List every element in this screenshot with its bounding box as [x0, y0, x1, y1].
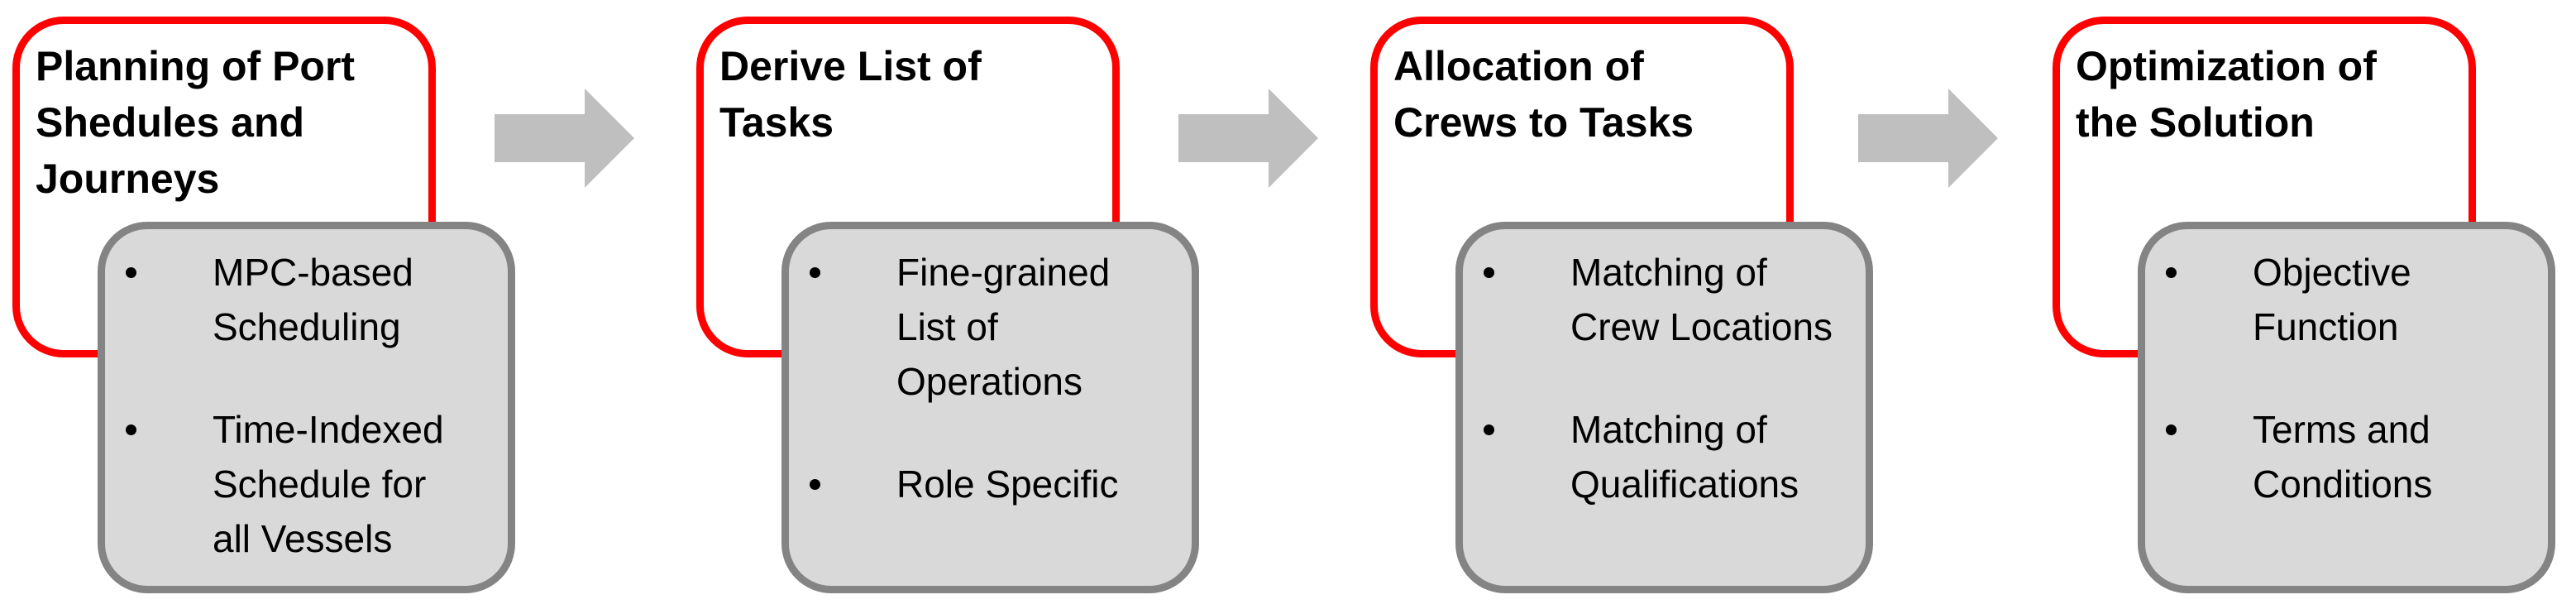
bullet-text-line: MPC-based	[213, 251, 413, 294]
stage-title-line: Derive List of	[719, 43, 982, 89]
stage-title-line: Allocation of	[1393, 43, 1644, 89]
bullet-dot-icon	[1484, 267, 1494, 278]
bullet-text: Matching of Qualifications	[1570, 402, 1799, 511]
bullet-text-line: Schedule for	[213, 463, 427, 506]
arrow-right-icon	[1178, 89, 1318, 188]
bullet-dot-icon	[126, 424, 136, 435]
bullet-text-line: Crew Locations	[1570, 305, 1833, 348]
bullet-text-line: Fine-grained	[896, 251, 1111, 294]
bullet-marker	[126, 402, 213, 435]
bullet-dot-icon	[126, 267, 136, 278]
bullet-item: Matching of Qualifications	[1484, 402, 1854, 511]
bullet-item: Matching of Crew Locations	[1484, 245, 1854, 354]
bullet-text: Role Specific	[896, 457, 1118, 511]
bullet-dot-icon	[1484, 424, 1494, 435]
stage-title: Derive List of Tasks	[704, 24, 1112, 151]
bullet-item: Role Specific	[810, 457, 1180, 511]
bullet-marker	[2166, 402, 2253, 435]
bullet-text-line: Terms and	[2253, 408, 2430, 451]
stage-title-line: Crews to Tasks	[1393, 99, 1694, 146]
bullet-text: Matching of Crew Locations	[1570, 245, 1833, 354]
bullet-text-line: Scheduling	[213, 305, 401, 348]
bullet-marker	[810, 457, 896, 490]
stage-title-box: Allocation of Crews to Tasks	[1370, 17, 1794, 357]
stage-title-box: Optimization of the Solution	[2053, 17, 2476, 357]
bullet-text-line: Matching of	[1570, 408, 1767, 451]
bullet-text-line: Matching of	[1570, 251, 1767, 294]
arrow-right-icon	[495, 89, 634, 188]
stage-title-line: Tasks	[719, 99, 834, 146]
bullet-dot-icon	[810, 479, 820, 490]
stage-title-line: Planning of Port	[36, 43, 356, 89]
stage-title-line: Shedules and	[36, 99, 305, 146]
bullet-text-line: Time-Indexed	[213, 408, 444, 451]
bullet-text-line: all Vessels	[213, 517, 393, 560]
arrow-right-icon	[1858, 89, 1998, 188]
stage-title: Optimization of the Solution	[2060, 24, 2468, 151]
bullet-dot-icon	[2166, 424, 2177, 435]
bullet-marker	[2166, 245, 2253, 278]
stage-title-line: the Solution	[2076, 99, 2315, 146]
stage-title: Allocation of Crews to Tasks	[1378, 24, 1786, 151]
bullet-text-line: List of	[896, 305, 998, 348]
bullet-text-line: Role Specific	[896, 463, 1119, 506]
bullet-text-line: Operations	[896, 360, 1083, 403]
bullet-marker	[810, 245, 896, 278]
bullet-marker	[126, 245, 213, 278]
bullet-dot-icon	[810, 267, 820, 278]
bullet-text-line: Qualifications	[1570, 463, 1799, 506]
bullet-text-line: Function	[2253, 305, 2399, 348]
bullet-dot-icon	[2166, 267, 2177, 278]
bullet-marker	[1484, 245, 1570, 278]
bullet-text-line: Objective	[2253, 251, 2411, 294]
bullet-text-line: Conditions	[2253, 463, 2433, 506]
stage-title-line: Optimization of	[2076, 43, 2377, 89]
bullet-marker	[1484, 402, 1570, 435]
stage-title-line: Journeys	[36, 156, 220, 202]
